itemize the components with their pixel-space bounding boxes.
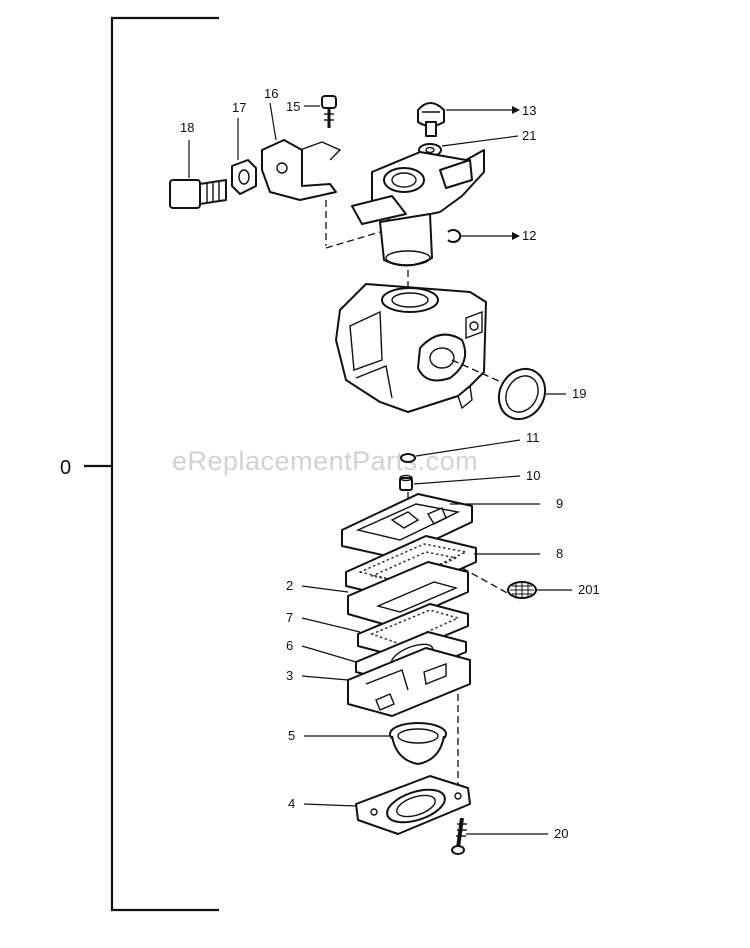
label-12: 12	[522, 228, 536, 243]
throttle-body	[351, 149, 485, 267]
part-16-lever	[261, 102, 342, 201]
label-201: 201	[578, 582, 600, 597]
label-18: 18	[180, 120, 194, 135]
label-5: 5	[288, 728, 295, 743]
part-7-gasket	[301, 603, 469, 657]
part-9-gasket	[341, 493, 540, 559]
part-11-oring	[400, 439, 521, 463]
part-4-base-plate	[303, 775, 471, 835]
label-20: 20	[554, 826, 568, 841]
watermark: eReplacementParts.com	[172, 446, 478, 476]
part-12-clip	[447, 229, 520, 243]
part-17-nut	[231, 118, 257, 195]
label-8: 8	[556, 546, 563, 561]
label-21: 21	[522, 128, 536, 143]
label-2: 2	[286, 578, 293, 593]
part-20-screw	[451, 817, 548, 855]
part-5-cup	[304, 722, 447, 765]
label-15: 15	[286, 99, 300, 114]
part-15-screw	[304, 95, 337, 128]
part-18-fitting	[169, 140, 227, 209]
label-16: 16	[264, 86, 278, 101]
label-13: 13	[522, 103, 536, 118]
part-13-screw	[417, 102, 520, 137]
label-10: 10	[526, 468, 540, 483]
label-9: 9	[556, 496, 563, 511]
assembly-bracket: 0	[60, 16, 219, 912]
part-3-cover	[301, 647, 471, 717]
label-6: 6	[286, 638, 293, 653]
part-labels: 18 17 16 15 13 21 12 19 11 10 9 8 201 2 …	[180, 86, 600, 841]
part-201-filter	[507, 581, 572, 599]
carburetor-body	[335, 283, 487, 413]
label-17: 17	[232, 100, 246, 115]
label-19: 19	[572, 386, 586, 401]
label-4: 4	[288, 796, 295, 811]
label-3: 3	[286, 668, 293, 683]
label-7: 7	[286, 610, 293, 625]
part-19-ring	[451, 359, 566, 421]
label-11: 11	[526, 430, 540, 445]
assembly-label: 0	[60, 457, 71, 479]
part-2-pump-body	[301, 561, 469, 627]
part-21-washer	[418, 135, 519, 157]
